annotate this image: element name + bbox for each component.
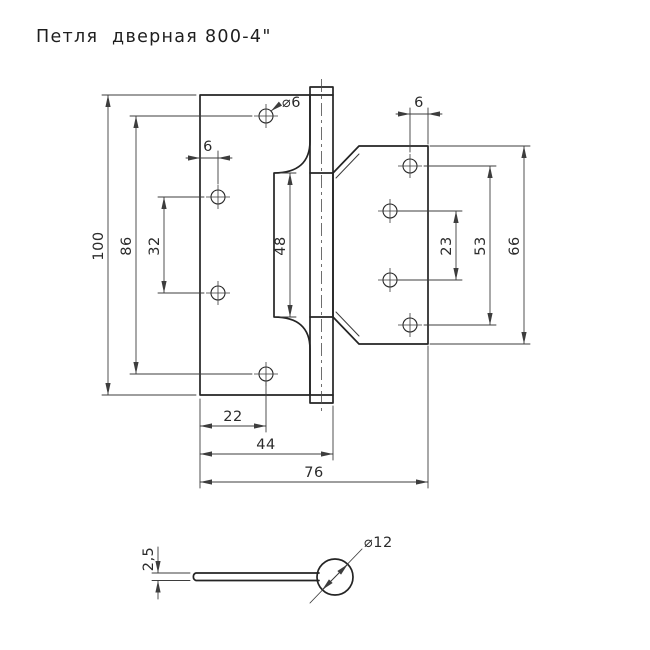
extension-line — [157, 196, 205, 294]
dim-edge-to-screw-column: 22 — [199, 381, 267, 489]
front-view: 100 86 32 48 23 53 — [91, 79, 531, 489]
dim-label-right-outer-hole-spacing: 53 — [473, 236, 489, 255]
dim-label-left-leaf-width: 44 — [256, 437, 275, 453]
barrel-section-circle — [316, 558, 354, 596]
dim-right-middle-hole-spacing: 23 — [397, 210, 463, 281]
hole-marker — [205, 184, 231, 210]
dim-label-edge-to-screw-column: 22 — [223, 409, 242, 425]
dim-label-barrel-diameter: ⌀12 — [364, 535, 393, 551]
right-leaf-outline — [332, 145, 429, 345]
dimension-arrow — [321, 576, 336, 591]
dim-left-leaf-width: 44 — [199, 405, 334, 461]
extension-line — [151, 572, 191, 581]
right-leaf-chamfer-lines — [335, 153, 360, 337]
dim-cutout-height: 48 — [273, 172, 297, 318]
drawing-title: Петля дверная 800-4" — [36, 27, 272, 47]
dim-right-hole-edge-offset: 6 — [395, 95, 443, 153]
hole-marker — [397, 312, 423, 338]
hole-marker — [205, 280, 231, 306]
extension-line — [101, 94, 197, 396]
side-view: ⌀12 2,5 — [141, 535, 393, 604]
dim-right-leaf-height: 66 — [429, 145, 531, 345]
dim-middle-hole-spacing: 32 — [147, 196, 205, 294]
dim-label-plate-thickness: 2,5 — [141, 547, 157, 572]
dim-barrel-diameter: ⌀12 — [309, 535, 393, 604]
extension-line — [199, 381, 267, 489]
dim-label-screw-hole-diameter: ⌀6 — [282, 95, 301, 111]
dim-label-total-width: 76 — [304, 465, 323, 481]
dim-total-height: 100 — [91, 94, 197, 396]
dim-plate-thickness: 2,5 — [141, 546, 191, 600]
left-leaf-outline — [199, 94, 311, 396]
leaf-plate-side-outline — [192, 572, 320, 582]
dim-label-right-leaf-height: 66 — [507, 236, 523, 255]
dim-label-right-hole-edge-offset: 6 — [414, 95, 424, 111]
dim-screw-hole-diameter: ⌀6 — [270, 95, 301, 112]
dim-right-outer-hole-spacing: 53 — [423, 165, 497, 326]
dim-outer-hole-spacing: 86 — [119, 115, 253, 375]
dimension-arrow — [334, 563, 349, 578]
extension-line — [397, 210, 463, 281]
extension-line — [423, 165, 497, 326]
dim-total-width: 76 — [199, 345, 429, 489]
hole-marker — [397, 153, 423, 179]
dim-label-total-height: 100 — [91, 231, 107, 260]
extension-line — [129, 115, 253, 375]
dim-label-right-middle-hole-spacing: 23 — [439, 236, 455, 255]
dim-label-left-hole-edge-offset: 6 — [203, 139, 213, 155]
hole-marker — [253, 103, 279, 129]
extension-line — [429, 145, 531, 345]
dim-label-outer-hole-spacing: 86 — [119, 236, 135, 255]
dim-left-hole-edge-offset: 6 — [185, 139, 233, 185]
leader-line — [270, 101, 283, 112]
dim-label-middle-hole-spacing: 32 — [147, 236, 163, 255]
dim-label-cutout-height: 48 — [273, 236, 289, 255]
